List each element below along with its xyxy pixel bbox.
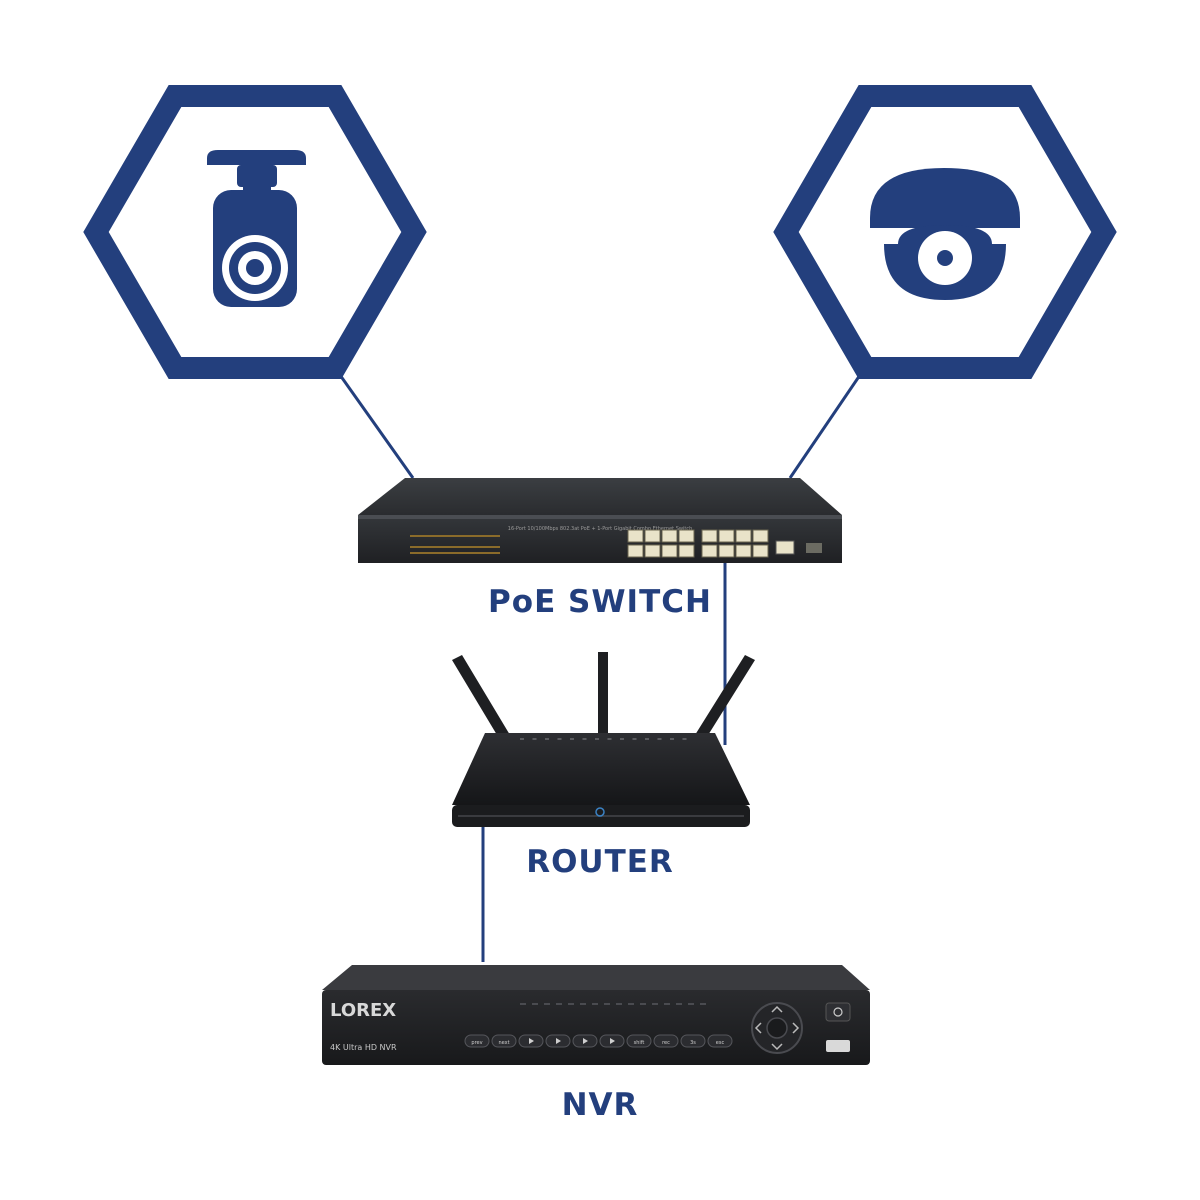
router-label: ROUTER [526,844,674,880]
nvr-front-button [518,1034,544,1048]
switch-port [701,529,718,543]
dome-camera-icon [870,168,1020,300]
svg-text:rec: rec [662,1040,670,1046]
nvr-front-button: next [491,1034,517,1048]
svg-text:3s: 3s [690,1040,696,1046]
nvr-buttons: prev next shift rec 3s esc [464,1034,733,1048]
switch-panel-text: 16-Port 10/100Mbps 802.3at PoE + 1-Port … [508,526,692,532]
svg-text:esc: esc [716,1040,725,1046]
switch-port [752,529,769,543]
bullet-camera-node [83,85,427,379]
switch-port [718,544,735,558]
svg-text:shift: shift [634,1040,645,1046]
nvr-front-button: esc [707,1034,733,1048]
connections [338,374,862,962]
nvr-front-button: 3s [680,1034,706,1048]
switch-ports [627,529,769,558]
switch-port [718,529,735,543]
svg-text:next: next [498,1040,509,1046]
nvr-front-button [545,1034,571,1048]
nvr-front-button: shift [626,1034,652,1048]
switch-port [735,544,752,558]
switch-port [735,529,752,543]
nvr-front-button: rec [653,1034,679,1048]
link-bullet-camera-to-switch [338,374,415,479]
switch-port [627,544,644,558]
nvr-label: NVR [562,1087,639,1123]
switch-port [644,544,661,558]
nvr-model: 4K Ultra HD NVR [330,1043,397,1052]
switch-port [661,544,678,558]
switch-port [678,529,695,543]
router-device [452,652,755,827]
switch-port [678,544,695,558]
switch-port [661,529,678,543]
poe-switch-device: 16-Port 10/100Mbps 802.3at PoE + 1-Port … [358,478,842,563]
bullet-camera-icon [207,150,306,307]
dome-camera-node [773,85,1117,379]
nvr-front-button [599,1034,625,1048]
switch-port [627,529,644,543]
poe-switch-label: PoE SWITCH [488,584,712,620]
switch-port [752,544,769,558]
switch-port [701,544,718,558]
dome-camera-hexagon [773,85,1117,379]
svg-text:prev: prev [471,1040,482,1046]
switch-port [644,529,661,543]
nvr-device: LOREX 4K Ultra HD NVR prev next shift rec 3s… [322,965,870,1065]
nvr-front-button: prev [464,1034,490,1048]
link-dome-camera-to-switch [788,374,862,479]
bullet-camera-hexagon [83,85,427,379]
nvr-front-button [572,1034,598,1048]
nvr-brand: LOREX [330,1000,396,1021]
